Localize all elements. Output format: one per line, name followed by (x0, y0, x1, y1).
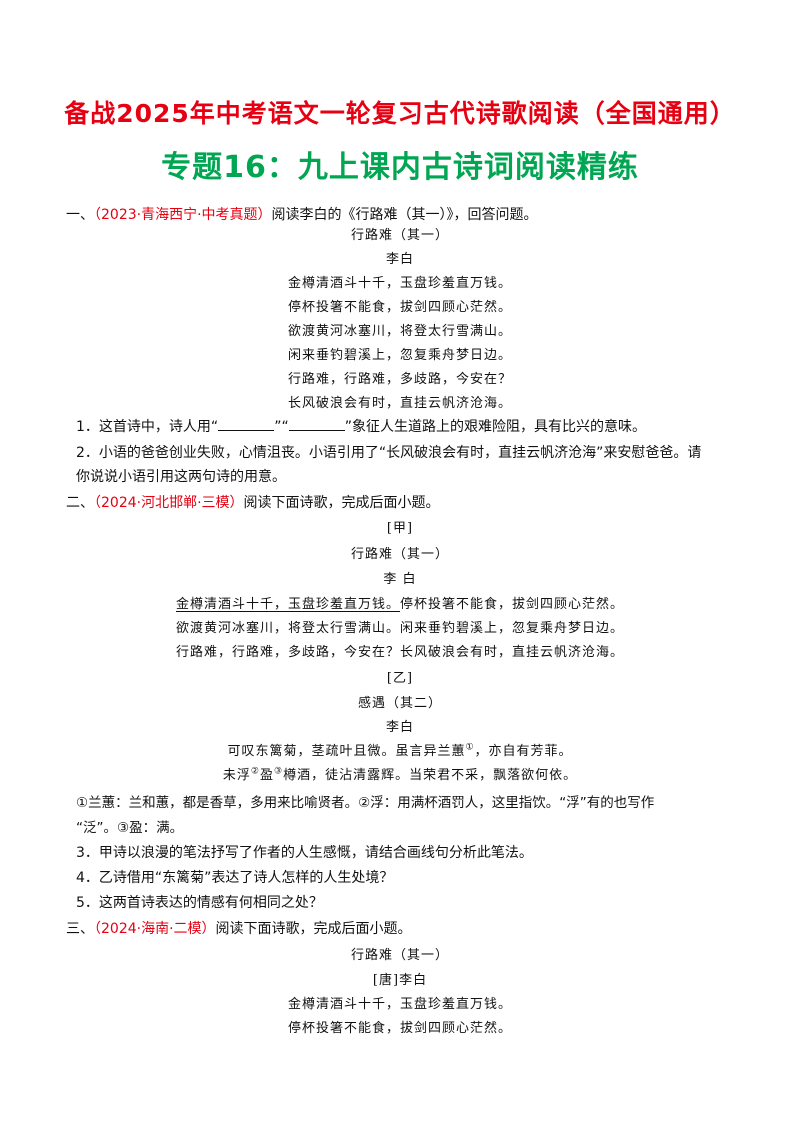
section-3-heading: 三、（2024·海南·二模）阅读下面诗歌，完成后面小题。 (66, 918, 412, 938)
question-3: 3．甲诗以浪漫的笔法抒写了作者的人生感慨，请结合画线句分析此笔法。 (76, 842, 533, 862)
section-number: 一、 (66, 207, 94, 223)
poem-title: 行路难（其一） (350, 228, 449, 243)
section-source: （2024·河北邯郸·三模） (94, 495, 244, 511)
question-2: 2．小语的爸爸创业失败，心情沮丧。小语引用了“长风破浪会有时，直挂云帆济沧海”来… (76, 442, 701, 462)
poem-line-text: ，亦自有芳菲。 (474, 744, 573, 759)
section-instruction: 阅读下面诗歌，完成后面小题。 (243, 495, 440, 511)
question-number: 4． (76, 870, 99, 886)
question-number: 5． (76, 895, 99, 911)
section-instruction: 阅读下面诗歌，完成后面小题。 (215, 921, 412, 937)
question-number: 2． (76, 445, 99, 461)
poem-line: 金樽清酒斗十千，玉盘珍羞直万钱。 (287, 997, 512, 1012)
poem-title: 行路难（其一） (350, 948, 449, 963)
poem-line: 行路难，行路难，多歧路，今安在？长风破浪会有时，直挂云帆济沧海。 (175, 645, 624, 660)
question-text: 小语的爸爸创业失败，心情沮丧。小语引用了“长风破浪会有时，直挂云帆济沧海”来安慰… (98, 445, 702, 461)
question-number: 1． (76, 419, 99, 435)
poem-author: 李白 (385, 252, 414, 267)
poem-author: 李白 (385, 720, 414, 735)
question-number: 3． (76, 845, 99, 861)
underlined-line: 金樽清酒斗十千，玉盘珍羞直万钱。 (175, 597, 400, 612)
poem-line: 长风破浪会有时，直挂云帆济沧海。 (287, 396, 512, 411)
question-text: 这首诗中，诗人用“ (98, 419, 219, 435)
poem-line-text: 盈 (259, 768, 274, 783)
section-2-heading: 二、（2024·河北邯郸·三模）阅读下面诗歌，完成后面小题。 (66, 492, 440, 512)
question-text: ”“ (274, 419, 289, 435)
poem-line: 停杯投箸不能食，拔剑四顾心茫然。 (287, 300, 512, 315)
poem-label-jia: [甲] (386, 521, 414, 536)
section-source: （2023·青海西宁·中考真题） (94, 207, 272, 223)
footnotes-continued: “泛”。③盈：满。 (76, 820, 184, 836)
poem-label-yi: [乙] (386, 671, 414, 686)
poem-line-text: 可叹东篱菊，茎疏叶且微。虽言异兰蕙 (227, 744, 466, 759)
section-source: （2024·海南·二模） (94, 921, 216, 937)
answer-blank[interactable] (218, 418, 275, 431)
footnote-mark: ③ (274, 766, 284, 777)
poem-line-text: 樽酒，徒沾清露辉。当荣君不采，飘落欲何依。 (283, 768, 578, 783)
poem-line: 金樽清酒斗十千，玉盘珍羞直万钱。 (287, 276, 512, 291)
footnote-mark: ① (465, 742, 475, 753)
footnotes: ①兰蕙：兰和蕙，都是香草，多用来比喻贤者。②浮：用满杯酒罚人，这里指饮。“浮”有… (76, 795, 655, 811)
poem-author: 李 白 (383, 572, 417, 587)
poem-title: 感遇（其二） (357, 696, 442, 711)
question-2-continued: 你说说小语引用这两句诗的用意。 (76, 469, 286, 485)
poem-line-text: 停杯投箸不能食，拔剑四顾心茫然。 (400, 597, 625, 612)
section-number: 二、 (66, 495, 94, 511)
document-subtitle: 专题16：九上课内古诗词阅读精练 (161, 150, 639, 185)
question-text: 甲诗以浪漫的笔法抒写了作者的人生感慨，请结合画线句分析此笔法。 (98, 845, 533, 861)
poem-author: [唐]李白 (372, 973, 428, 988)
section-instruction: 阅读李白的《行路难（其一）》，回答问题。 (271, 207, 538, 223)
poem-line: 可叹东篱菊，茎疏叶且微。虽言异兰蕙①，亦自有芳菲。 (0, 740, 800, 759)
question-text: 乙诗借用“东篱菊”表达了诗人怎样的人生处境？ (98, 870, 394, 886)
poem-line: 欲渡黄河冰塞川，将登太行雪满山。 (287, 324, 512, 339)
poem-line: 欲渡黄河冰塞川，将登太行雪满山。闲来垂钓碧溪上，忽复乘舟梦日边。 (175, 621, 624, 636)
poem-line: 未浮②盈③樽酒，徒沾清露辉。当荣君不采，飘落欲何依。 (0, 764, 800, 783)
document-title: 备战2025年中考语文一轮复习古代诗歌阅读（全国通用） (64, 99, 736, 128)
poem-line: 金樽清酒斗十千，玉盘珍羞直万钱。停杯投箸不能食，拔剑四顾心茫然。 (0, 593, 800, 612)
section-1-heading: 一、（2023·青海西宁·中考真题）阅读李白的《行路难（其一）》，回答问题。 (66, 204, 538, 224)
footnote-mark: ② (250, 766, 260, 777)
question-4: 4．乙诗借用“东篱菊”表达了诗人怎样的人生处境？ (76, 867, 393, 887)
poem-line-text: 未浮 (222, 768, 251, 783)
question-1: 1．这首诗中，诗人用“ ”“ ”象征人生道路上的艰难险阻，具有比兴的意味。 (76, 416, 646, 436)
poem-line: 闲来垂钓碧溪上，忽复乘舟梦日边。 (287, 348, 512, 363)
question-text: 这两首诗表达的情感有何相同之处？ (98, 895, 323, 911)
answer-blank[interactable] (288, 418, 345, 431)
poem-line: 停杯投箸不能食，拔剑四顾心茫然。 (287, 1021, 512, 1036)
question-5: 5．这两首诗表达的情感有何相同之处？ (76, 892, 323, 912)
question-text: ”象征人生道路上的艰难险阻，具有比兴的意味。 (344, 419, 646, 435)
poem-title: 行路难（其一） (350, 547, 449, 562)
section-number: 三、 (66, 921, 94, 937)
poem-line: 行路难，行路难，多歧路，今安在？ (287, 372, 512, 387)
